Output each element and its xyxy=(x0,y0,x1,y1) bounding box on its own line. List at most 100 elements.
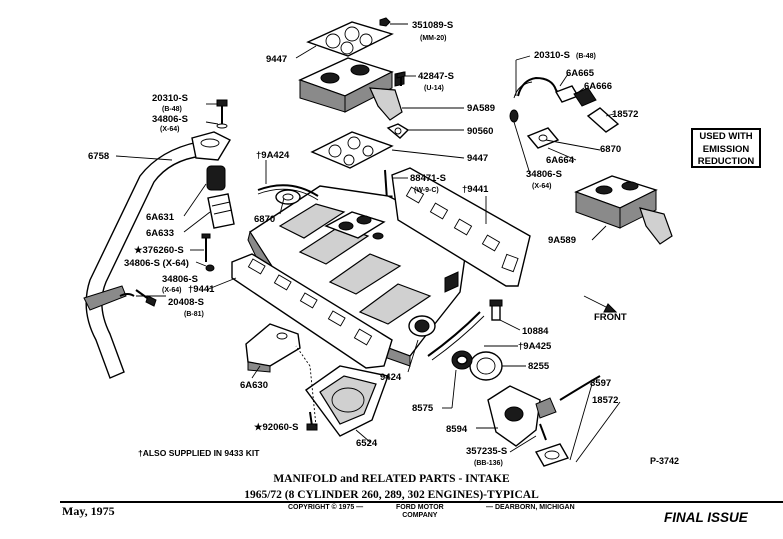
copyright-notice: COPYRIGHT © 1975 — xyxy=(288,504,364,511)
gasket-8255 xyxy=(469,351,503,381)
page-subtitle: 1965/72 (8 CYLINDER 260, 289, 302 ENGINE… xyxy=(244,489,539,501)
spacer-9a589-right xyxy=(574,175,673,245)
label-92060s: ★92060-S xyxy=(254,422,298,433)
label-6a630: 6A630 xyxy=(240,380,268,391)
bolt-92060s xyxy=(306,411,318,431)
label-10884: 10884 xyxy=(522,326,549,337)
label-9a589-right: 9A589 xyxy=(548,235,576,246)
gasket-6870-left xyxy=(275,189,301,205)
label-6524: 6524 xyxy=(356,438,378,449)
label-18572-top: 18572 xyxy=(612,109,638,120)
footer-rule xyxy=(60,501,783,503)
callout-labels: 351089-S (MM-20) 9447 42847-S (U-14) 9A5… xyxy=(88,20,638,467)
carburetor-spacer-center xyxy=(298,57,405,121)
label-351089s-sub: (MM-20) xyxy=(420,35,446,42)
company-name-line-1: FORD MOTOR xyxy=(396,504,444,511)
label-9441-right: †9441 xyxy=(462,184,489,195)
label-6a665: 6A665 xyxy=(566,68,595,79)
label-6a664: 6A664 xyxy=(546,155,575,166)
label-9a424: †9A424 xyxy=(256,150,290,161)
label-6a666: 6A666 xyxy=(584,81,612,92)
plate-number: P-3742 xyxy=(650,456,680,466)
hose-6a631 xyxy=(206,165,226,191)
label-6a631: 6A631 xyxy=(146,212,175,223)
label-351089s: 351089-S xyxy=(412,20,453,31)
vacuum-fitting-8597 xyxy=(534,375,601,467)
label-6870-left: 6870 xyxy=(254,214,275,225)
label-376260s: ★376260-S xyxy=(134,245,184,256)
label-6870-right: 6870 xyxy=(600,144,621,155)
label-34806s-left: 34806-S xyxy=(152,114,188,125)
label-34806s-right-sub: (X-64) xyxy=(532,183,551,190)
emission-box-line-1: USED WITH xyxy=(699,131,753,142)
label-8597: 8597 xyxy=(590,378,611,389)
label-6758: 6758 xyxy=(88,151,109,162)
label-90560: 90560 xyxy=(467,126,493,137)
page-title: MANIFOLD and RELATED PARTS - INTAKE xyxy=(273,473,510,485)
label-34806s-low: 34806-S xyxy=(162,274,198,285)
company-location: — DEARBORN, MICHIGAN xyxy=(486,504,575,511)
front-arrow xyxy=(583,295,618,313)
label-34806s-mid: 34806-S (X-64) xyxy=(124,258,189,269)
bolt-42847s xyxy=(396,71,406,86)
emission-box-line-3: REDUCTION xyxy=(697,156,755,167)
label-front: FRONT xyxy=(594,312,627,323)
label-6a633: 6A633 xyxy=(146,228,174,239)
issue-status: FINAL ISSUE xyxy=(664,510,748,525)
label-9447-top: 9447 xyxy=(266,54,287,65)
emission-box-line-2: EMISSION xyxy=(702,143,750,155)
carburetor-gasket-top xyxy=(306,21,394,57)
label-9441-left: †9441 xyxy=(188,284,215,295)
egr-tube-assembly xyxy=(509,76,620,133)
label-20310s-right-sub: (B-48) xyxy=(576,53,596,60)
label-88471s-sub: (W-9-C) xyxy=(414,187,439,194)
label-42847s: 42847-S xyxy=(418,71,454,82)
carburetor-gasket-mid xyxy=(310,131,394,169)
label-88471s: 88471-S xyxy=(410,173,446,184)
label-9a425: †9A425 xyxy=(518,341,552,352)
label-8255: 8255 xyxy=(528,361,550,372)
manifold-gasket-left xyxy=(231,253,393,369)
filter-6a633 xyxy=(207,193,235,229)
company-name: FORD MOTOR COMPANY xyxy=(396,504,444,520)
bolt-357235s xyxy=(539,423,547,441)
label-8575: 8575 xyxy=(412,403,434,414)
label-42847s-sub: (U-14) xyxy=(424,85,444,92)
emission-reduction-box: USED WITH EMISSION REDUCTION xyxy=(691,128,761,168)
label-34806s-low-sub: (X-64) xyxy=(162,287,181,294)
bolt-20310s-left xyxy=(216,99,228,129)
sender-10884 xyxy=(489,299,503,321)
label-357235s: 357235-S xyxy=(466,446,507,457)
bracket-6a630 xyxy=(245,323,301,373)
cover-6524 xyxy=(305,365,389,437)
label-20408s: 20408-S xyxy=(168,297,204,308)
label-20310s-left-sub: (B-48) xyxy=(162,106,182,113)
nut-351089s xyxy=(379,17,391,27)
label-34806s-left-sub: (X-64) xyxy=(160,126,179,133)
label-9a589-center: 9A589 xyxy=(467,103,495,114)
label-8594: 8594 xyxy=(446,424,468,435)
label-9447-mid: 9447 xyxy=(467,153,488,164)
breather-tube-6758 xyxy=(83,131,231,379)
gasket-6870-right xyxy=(526,127,560,149)
label-357235s-sub: (BB-136) xyxy=(474,460,503,467)
company-name-line-2: COMPANY xyxy=(402,512,438,519)
manifold-gasket-right xyxy=(391,167,531,287)
stud-376260s xyxy=(201,233,211,262)
label-18572-low: 18572 xyxy=(592,395,618,406)
water-outlet-8594 xyxy=(487,385,557,447)
kit-footnote: †ALSO SUPPLIED IN 9433 KIT xyxy=(138,448,260,458)
washer-34806s-left xyxy=(205,264,215,272)
leader-lines xyxy=(115,23,621,463)
thermostat-8575 xyxy=(451,350,473,370)
label-20310s-left: 20310-S xyxy=(152,93,188,104)
label-20310s-right: 20310-S xyxy=(534,50,570,61)
clip-bolt-20408s xyxy=(135,289,157,307)
gasket-90560 xyxy=(386,123,410,139)
label-34806s-right: 34806-S xyxy=(526,169,562,180)
label-9424: 9424 xyxy=(380,372,402,383)
issue-date: May, 1975 xyxy=(62,504,115,518)
label-20408s-sub: (B-81) xyxy=(184,311,204,318)
end-seal-rear xyxy=(427,311,485,361)
